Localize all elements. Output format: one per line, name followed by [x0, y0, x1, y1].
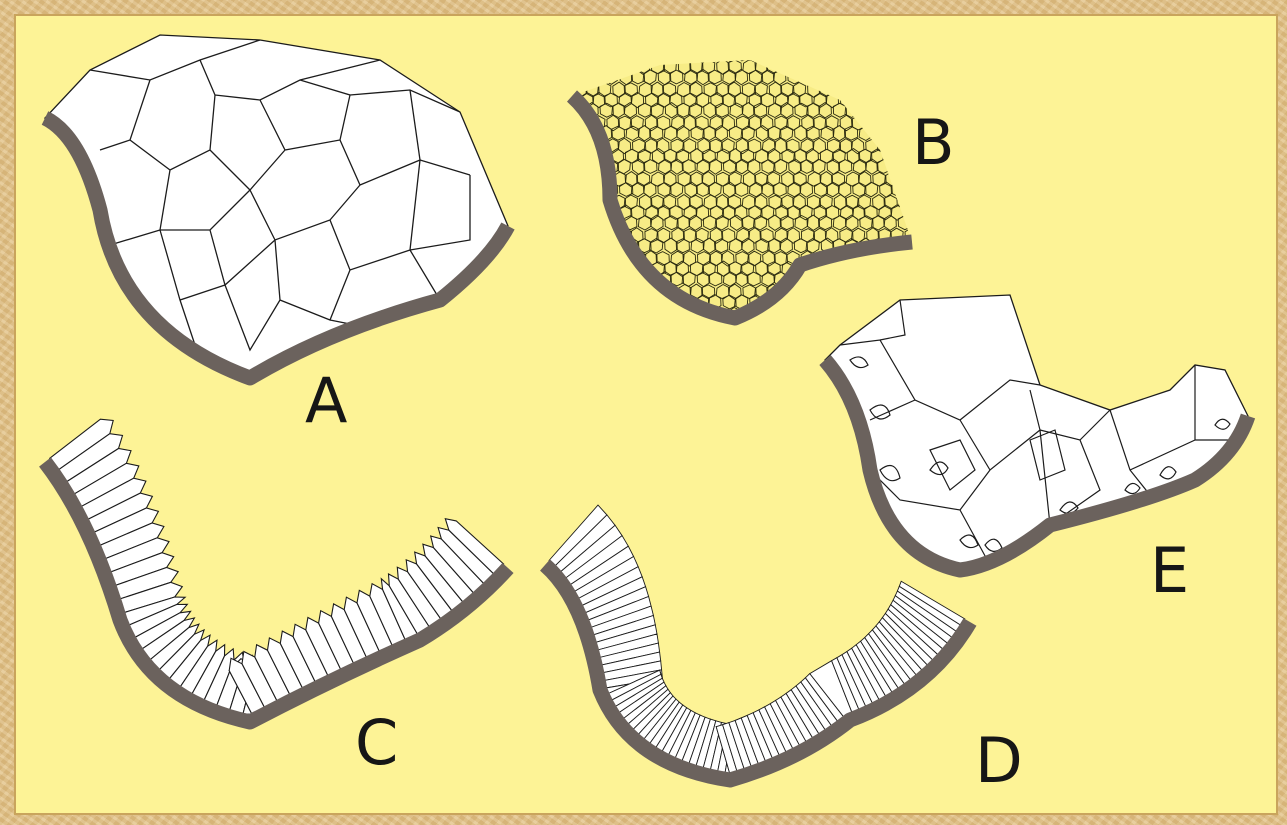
label-d: D — [975, 730, 1023, 792]
label-c: C — [355, 712, 398, 774]
figure-a-polygonal-cells — [45, 35, 508, 378]
label-a: A — [305, 370, 347, 432]
figure-e-irregular-cells — [825, 295, 1248, 570]
figure-c-columnar-cells — [45, 419, 508, 722]
label-e: E — [1150, 540, 1189, 602]
label-b: B — [912, 112, 955, 174]
